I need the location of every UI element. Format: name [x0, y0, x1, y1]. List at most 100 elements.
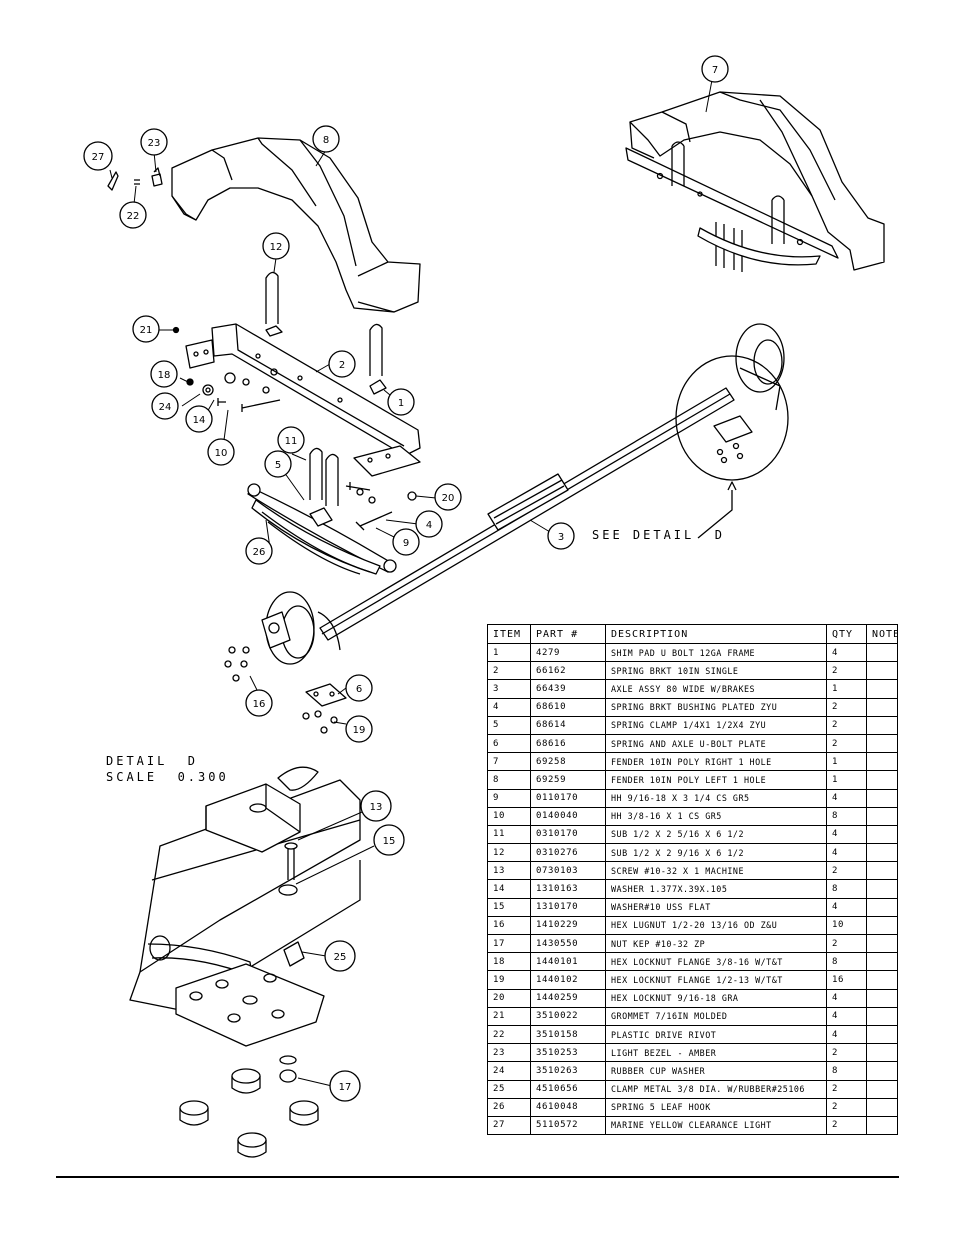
callout-bubble: 24 — [151, 392, 179, 420]
bom-cell-note — [866, 897, 898, 917]
svg-text:7: 7 — [712, 65, 718, 76]
svg-text:20: 20 — [442, 493, 455, 504]
bom-cell-note — [866, 642, 898, 663]
callout-bubble: 6 — [345, 674, 373, 702]
bom-cell-note — [866, 661, 898, 681]
bom-cell-qty: 8 — [826, 952, 867, 972]
bom-cell-description: HEX LOCKNUT 9/16-18 GRA — [605, 988, 827, 1008]
bom-cell-part: 1310163 — [530, 879, 606, 899]
bom-cell-part: 4610048 — [530, 1097, 606, 1117]
svg-text:11: 11 — [285, 436, 298, 447]
bom-cell-part: 1440259 — [530, 988, 606, 1008]
bom-cell-part: 5110572 — [530, 1115, 606, 1136]
bom-cell-note — [866, 733, 898, 754]
bom-cell-part: 68614 — [530, 715, 606, 735]
bom-cell-description: GROMMET 7/16IN MOLDED — [605, 1006, 827, 1026]
callout-bubble: 17 — [329, 1070, 361, 1102]
part-header: PART # — [530, 624, 606, 644]
bom-cell-item: 8 — [487, 770, 531, 790]
callout-bubble: 3 — [547, 522, 575, 550]
bom-cell-qty: 10 — [826, 915, 867, 936]
bom-cell-item: 4 — [487, 697, 531, 717]
bom-cell-part: 1440101 — [530, 952, 606, 972]
bom-cell-qty: 2 — [826, 1079, 867, 1099]
bom-cell-qty: 8 — [826, 1061, 867, 1081]
bom-cell-part: 0730103 — [530, 861, 606, 881]
bom-cell-note — [866, 1079, 898, 1099]
bom-cell-description: MARINE YELLOW CLEARANCE LIGHT — [605, 1115, 827, 1136]
bom-cell-description: RUBBER CUP WASHER — [605, 1061, 827, 1081]
svg-text:18: 18 — [158, 370, 171, 381]
bom-cell-description: HEX LOCKNUT FLANGE 3/8-16 W/T&T — [605, 952, 827, 972]
svg-text:6: 6 — [356, 684, 362, 695]
callout-bubble: 10 — [207, 438, 235, 466]
bom-cell-item: 5 — [487, 715, 531, 735]
svg-text:9: 9 — [403, 538, 409, 549]
bom-cell-description: FENDER 10IN POLY RIGHT 1 HOLE — [605, 752, 827, 772]
bom-cell-note — [866, 1006, 898, 1026]
page-bottom-rule — [56, 1176, 899, 1178]
bom-cell-description: SPRING AND AXLE U-BOLT PLATE — [605, 733, 827, 754]
clearance-light-parts-drawing — [107, 167, 163, 191]
bom-cell-description: WASHER#10 USS FLAT — [605, 897, 827, 917]
bom-cell-note — [866, 824, 898, 845]
bom-cell-part: 0310170 — [530, 824, 606, 845]
bom-cell-qty: 16 — [826, 970, 867, 990]
callout-bubble: 8 — [312, 125, 340, 153]
svg-text:27: 27 — [92, 152, 105, 163]
description-header: DESCRIPTION — [605, 624, 827, 644]
bom-cell-description: SPRING CLAMP 1/4X1 1/2X4 ZYU — [605, 715, 827, 735]
bom-cell-description: SHIM PAD U BOLT 12GA FRAME — [605, 642, 827, 663]
bom-cell-item: 10 — [487, 806, 531, 826]
bom-cell-part: 4510656 — [530, 1079, 606, 1099]
spring-bracket-frame-drawing — [172, 323, 421, 477]
svg-text:5: 5 — [275, 460, 281, 471]
bom-cell-qty: 4 — [826, 642, 867, 663]
bom-cell-item: 23 — [487, 1043, 531, 1063]
bom-cell-note — [866, 697, 898, 717]
bom-cell-qty: 2 — [826, 933, 867, 954]
bom-cell-description: SCREW #10-32 X 1 MACHINE — [605, 861, 827, 881]
u-bolts-upper-drawing — [265, 271, 387, 395]
bom-cell-description: SPRING BRKT 10IN SINGLE — [605, 661, 827, 681]
callout-bubble: 23 — [140, 128, 168, 156]
callout-bubble: 11 — [277, 426, 305, 454]
bom-cell-description: CLAMP METAL 3/8 DIA. W/RUBBER#25106 — [605, 1079, 827, 1099]
bom-cell-note — [866, 879, 898, 899]
bom-cell-qty: 2 — [826, 697, 867, 717]
svg-text:2: 2 — [339, 360, 345, 371]
bom-cell-note — [866, 806, 898, 826]
svg-text:25: 25 — [334, 952, 347, 963]
svg-text:22: 22 — [127, 211, 140, 222]
bom-cell-item: 6 — [487, 733, 531, 754]
bom-cell-item: 7 — [487, 752, 531, 772]
svg-text:21: 21 — [140, 325, 153, 336]
bom-cell-part: 69258 — [530, 752, 606, 772]
leaf-spring-drawing — [247, 447, 417, 575]
fender-left-drawing — [171, 137, 421, 313]
bom-cell-description: HEX LOCKNUT FLANGE 1/2-13 W/T&T — [605, 970, 827, 990]
bom-cell-item: 16 — [487, 915, 531, 936]
bom-cell-item: 12 — [487, 843, 531, 863]
bom-cell-note — [866, 679, 898, 699]
bom-cell-note — [866, 1043, 898, 1063]
bom-cell-description: SPRING BRKT BUSHING PLATED ZYU — [605, 697, 827, 717]
callout-bubble: 26 — [245, 537, 273, 565]
callout-bubble: 14 — [185, 405, 213, 433]
bom-cell-note — [866, 1024, 898, 1045]
bom-cell-item: 18 — [487, 952, 531, 972]
bom-cell-qty: 8 — [826, 879, 867, 899]
svg-text:23: 23 — [148, 138, 161, 149]
bom-cell-note — [866, 715, 898, 735]
